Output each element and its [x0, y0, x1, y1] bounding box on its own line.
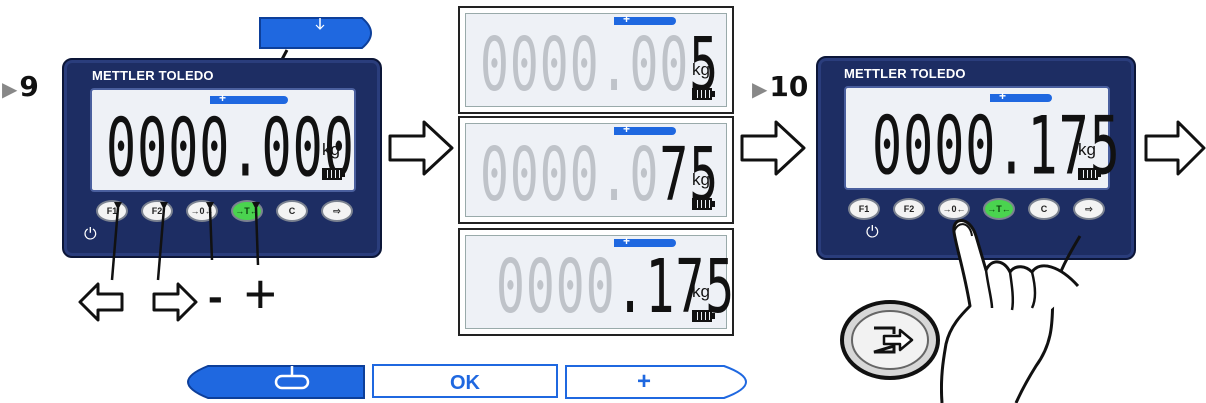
lcd-display: + 0000.175 kg	[844, 86, 1120, 193]
cursor-bar: +	[614, 234, 676, 248]
unit-label: kg	[692, 170, 710, 189]
right-arrow-icon	[152, 282, 198, 322]
cursor-bar-label: +	[219, 91, 227, 105]
minus-sign: -	[208, 272, 223, 321]
brand-logo: METTLER TOLEDO	[844, 66, 966, 81]
unit-label: kg	[1078, 140, 1096, 159]
enter-key[interactable]: ⇨	[321, 200, 353, 222]
unit-label: kg	[692, 60, 710, 79]
panel-1-readout: 0000.005	[480, 22, 719, 109]
lcd-panel-3: + 0000.175 kg	[458, 228, 734, 336]
zero-key[interactable]: →0←	[938, 198, 970, 220]
cursor-bar-label: +	[623, 234, 631, 248]
battery-icon	[322, 168, 345, 180]
dim-digits: 0000.0	[480, 132, 660, 219]
step-arrow-icon: ▶	[2, 77, 18, 101]
plus-sign: +	[244, 262, 277, 325]
lcd-display: + 0000.000 kg	[90, 88, 356, 195]
weight-readout: 0000.000	[106, 102, 355, 195]
cursor-bar-label: +	[623, 122, 631, 136]
softkey-left[interactable]	[168, 364, 368, 400]
step-9-number: 9	[19, 70, 39, 103]
scale-terminal-right: METTLER TOLEDO + 0000.175 kg F1 F2 →0← →…	[816, 56, 1136, 260]
clear-key[interactable]: C	[276, 200, 308, 222]
cursor-bar: +	[614, 122, 676, 136]
panel-2-readout: 0000.075	[480, 132, 719, 219]
step-10-number: 10	[769, 70, 809, 103]
power-icon[interactable]: ⏻	[866, 224, 879, 241]
softkey-plus[interactable]: +	[636, 368, 651, 395]
battery-icon	[692, 198, 715, 210]
dim-digits: 0000.00	[480, 22, 690, 109]
step-10-label: ▶10	[752, 70, 808, 103]
active-digits: .175	[615, 244, 736, 331]
battery-icon	[692, 88, 715, 100]
cursor-bar: +	[210, 91, 288, 105]
softkey-bar: OK +	[168, 364, 768, 400]
cursor-callout	[258, 16, 382, 50]
scale-terminal-left: METTLER TOLEDO + 0000.000 kg F1 F2 →0← →…	[62, 58, 382, 258]
flow-arrow-icon	[740, 120, 806, 176]
brand-logo: METTLER TOLEDO	[92, 68, 214, 83]
left-arrow-icon	[78, 282, 124, 322]
lcd-panel-2: + 0000.075 kg	[458, 116, 734, 224]
step-arrow-icon: ▶	[752, 77, 768, 101]
power-icon[interactable]: ⏻	[84, 226, 97, 243]
dim-digits: 0000	[496, 244, 616, 331]
pressing-hand-icon	[940, 219, 1082, 403]
softkey-ok[interactable]: OK	[372, 364, 558, 398]
flow-arrow-icon	[388, 120, 454, 176]
battery-icon	[692, 310, 715, 322]
step-9-label: ▶9	[2, 70, 39, 103]
enter-key[interactable]: ⇨	[1073, 198, 1105, 220]
enter-key-zoom	[840, 300, 940, 380]
f2-key[interactable]: F2	[893, 198, 925, 220]
unit-label: kg	[322, 140, 340, 159]
cursor-bar-label: +	[623, 12, 631, 26]
clear-key[interactable]: C	[1028, 198, 1060, 220]
lcd-panel-1: + 0000.005 kg	[458, 6, 734, 114]
flow-arrow-icon	[1144, 120, 1206, 176]
softkey-right-shape	[565, 365, 747, 399]
cursor-bar: +	[614, 12, 676, 26]
cursor-bar: +	[990, 89, 1052, 103]
f1-key[interactable]: F1	[848, 198, 880, 220]
tare-key[interactable]: →T←	[983, 198, 1015, 220]
key-pointer-lines	[110, 202, 260, 281]
battery-icon	[1078, 168, 1101, 180]
panel-3-readout: 0000.175	[496, 244, 735, 331]
unit-label: kg	[692, 282, 710, 301]
cursor-bar-label: +	[999, 89, 1007, 103]
